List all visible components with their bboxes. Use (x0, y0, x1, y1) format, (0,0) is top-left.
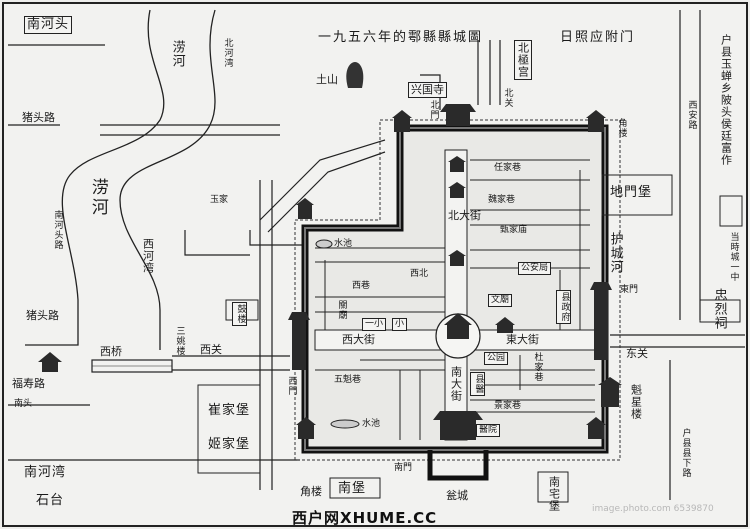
label-dang-shi-note: 当時城一中 (728, 232, 739, 282)
label-yu-jia: 玉家 (210, 195, 229, 205)
label-bei-he-wan: 北河湾 (222, 38, 233, 68)
label-di-men-bao: 地門堡 (610, 185, 653, 200)
label-san-qiao: 三姚楼 (174, 326, 185, 356)
label-zhen-jia-miao: 甄家庙 (500, 225, 528, 235)
label-hu-cheng-he: 护城河 (607, 232, 623, 274)
label-dong-men: 東門 (620, 285, 639, 295)
label-lao-he-main: 涝河 (87, 178, 108, 218)
label-wu-kui-xiang: 五魁巷 (334, 375, 362, 385)
label-xian-zheng-fu: 县政府 (556, 290, 572, 324)
label-nan-tou: 南头 (14, 399, 33, 409)
label-yi-xiao: 一小 (362, 318, 387, 332)
map-subtitle: 日照应附门 (560, 30, 636, 45)
label-dong-da-jie: 東大街 (506, 333, 539, 346)
label-zhi-jia-bao: 姬家堡 (208, 437, 251, 452)
label-zhong-lie-ci: 忠烈祠 (711, 288, 727, 330)
label-jiao-lou-ne: 角楼 (616, 118, 627, 138)
label-zhu-tou-road-west: 猪头路 (26, 309, 59, 322)
label-xi-an-road: 西安路 (686, 100, 697, 130)
label-guan-miao: 關廟 (336, 300, 347, 320)
footer-site-name: 西户网XHUME.CC (292, 509, 438, 527)
label-jiao-lou-sw: 角楼 (300, 485, 322, 498)
label-xi-da-jie: 西大街 (342, 333, 375, 346)
label-nan-bao: 南堡 (338, 481, 367, 496)
watermark-text: image.photo.com 6539870 (592, 504, 714, 514)
label-bei-men: 北門 (428, 100, 439, 120)
label-shui-chi-south: 水池 (362, 419, 381, 429)
label-kui-xing-lou: 魁星楼 (629, 384, 643, 420)
label-nan-men: 南門 (394, 463, 413, 473)
label-nan-zhai-bao: 南宅堡 (547, 476, 561, 512)
label-jing-jia-xiang: 景家巷 (494, 401, 522, 411)
label-du-jia-xiang: 杜家巷 (532, 352, 543, 382)
label-xi-qiao: 西桥 (100, 345, 122, 358)
label-hu-xian-note: 户县玉蝉乡陂头侯廷富作 (719, 34, 733, 166)
label-xian-yi: 县醫 (470, 372, 486, 396)
label-dong-guan: 东关 (626, 347, 648, 360)
label-xing-guo-si: 兴国寺 (408, 82, 447, 98)
label-shi-tai: 石台 (36, 493, 65, 508)
label-nan-he-tou: 南河头 (24, 16, 73, 34)
label-hu-xian-road: 户县县下路 (680, 428, 691, 478)
map-title: 一九五六年的鄠縣縣城圖 (318, 30, 484, 45)
label-gu-lou: 鼓楼 (232, 302, 248, 326)
label-cui-jia-bao: 崔家堡 (208, 403, 251, 418)
label-wen-miao: 文廟 (488, 294, 513, 308)
label-gong-an-ju: 公安局 (518, 262, 552, 276)
label-wei-jia-xiang: 魏家巷 (488, 195, 516, 205)
label-xi-xiang: 西巷 (352, 281, 371, 291)
label-tu-shan: 土山 (316, 73, 338, 86)
label-nan-da-jie: 南大街 (449, 366, 463, 402)
label-lao-he-north: 涝河 (169, 40, 185, 68)
label-xi-he-wan: 西河湾 (141, 238, 155, 274)
label-fu-shou-road: 福寿路 (12, 377, 45, 390)
label-bei-da-jie: 北大街 (448, 209, 481, 222)
label-ren-jia-xiang: 任家巷 (494, 163, 522, 173)
label-nan-he-wan: 南河湾 (24, 465, 67, 480)
label-nan-he-tou-road: 南河头路 (52, 210, 63, 250)
label-bei-guan: 北关 (502, 88, 513, 108)
label-xiao-school: 小 (392, 318, 408, 332)
label-shui-chi-north: 水池 (334, 239, 353, 249)
label-gong-yuan: 公园 (484, 352, 509, 366)
label-bei-zhen-gong: 北極宫 (514, 40, 532, 80)
label-xi-guan: 西关 (200, 343, 222, 356)
label-yi-yuan: 醫院 (476, 424, 501, 438)
label-zhu-tou-road-north: 猪头路 (22, 111, 55, 124)
label-weng-cheng: 瓮城 (446, 489, 468, 502)
label-xi-men: 西門 (286, 376, 297, 396)
label-xi-bei: 西北 (410, 269, 429, 279)
